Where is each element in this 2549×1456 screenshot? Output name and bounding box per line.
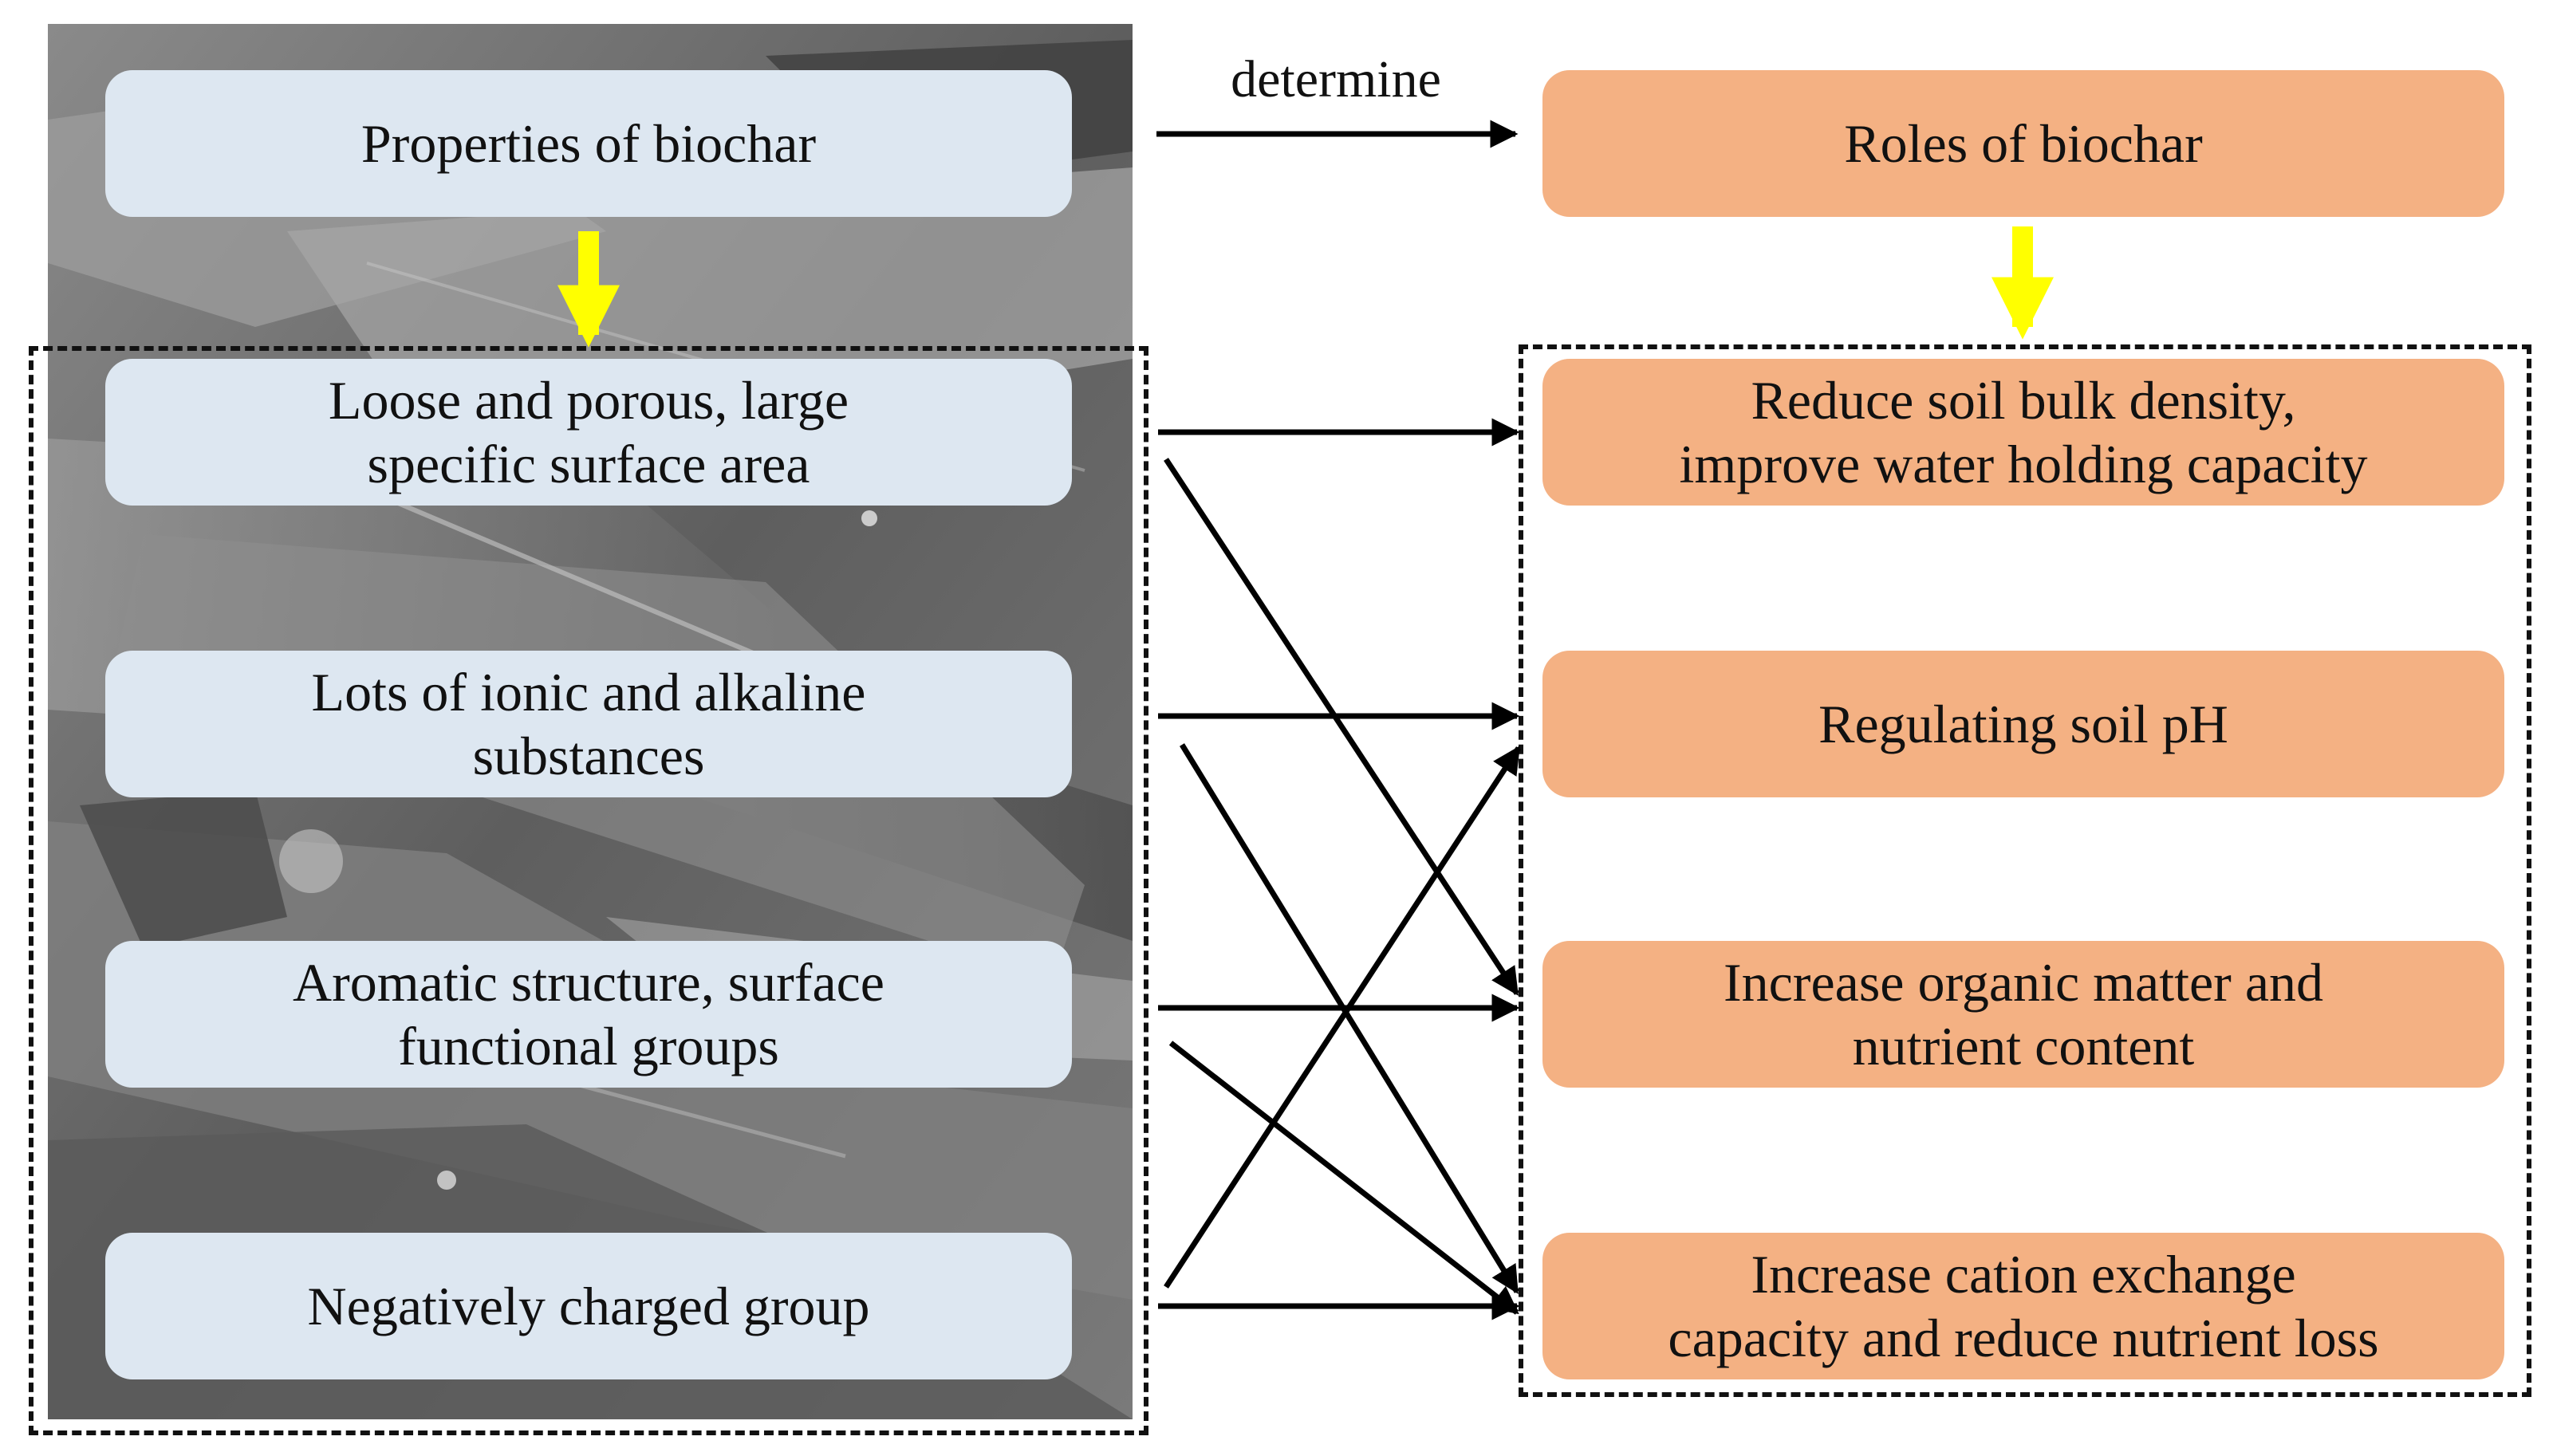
role-box-bulk-density: Reduce soil bulk density, improve water …: [1542, 359, 2504, 506]
link-ionic-to-cation: [1180, 743, 1519, 1294]
link-negative-to-ph: [1164, 746, 1521, 1289]
property-box-porous: Loose and porous, large specific surface…: [105, 359, 1072, 506]
properties-header-box: Properties of biochar: [105, 70, 1072, 217]
property-box-negative-charge: Negatively charged group: [105, 1233, 1072, 1379]
link-porous-to-organic: [1164, 458, 1519, 996]
property-box-aromatic: Aromatic structure, surface functional g…: [105, 941, 1072, 1088]
role-box-cation-exchange: Increase cation exchange capacity and re…: [1542, 1233, 2504, 1379]
determine-label: determine: [1231, 50, 1441, 108]
roles-header-box: Roles of biochar: [1542, 70, 2504, 217]
link-aromatic-to-cation: [1168, 1041, 1519, 1315]
roles-group-frame: [1519, 344, 2531, 1397]
role-box-ph: Regulating soil pH: [1542, 651, 2504, 797]
role-box-organic-matter: Increase organic matter and nutrient con…: [1542, 941, 2504, 1088]
property-box-ionic-alkaline: Lots of ionic and alkaline substances: [105, 651, 1072, 797]
properties-group-frame: [29, 346, 1148, 1435]
